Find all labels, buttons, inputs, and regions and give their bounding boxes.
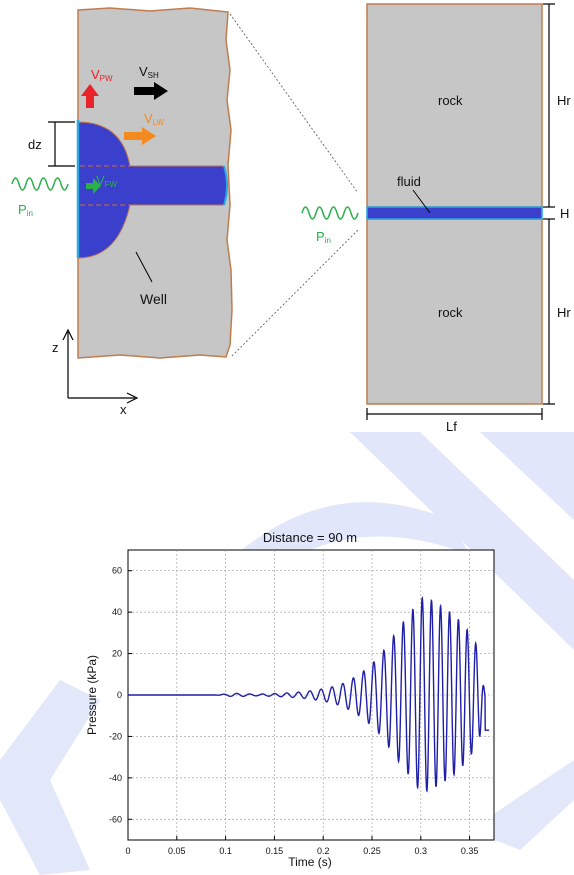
v-pw-sub: PW: [100, 74, 113, 83]
y-tick-label: 60: [112, 566, 122, 576]
y-tick-label: -20: [109, 731, 122, 741]
height-dimensions: Hr H Hr: [543, 3, 571, 405]
x-tick-label: 0.2: [317, 846, 330, 856]
pressure-series-line: [128, 596, 490, 793]
rock-bottom-block: [366, 218, 543, 405]
y-tick-layer: 60 40 20 0 -20 -40 -60: [109, 566, 132, 824]
rock-bottom-label: rock: [438, 305, 463, 320]
axis-x-label: x: [120, 402, 127, 417]
y-tick-label: 0: [117, 690, 122, 700]
y-tick-label: 20: [112, 649, 122, 659]
v-lw-arrow: VLW: [124, 111, 165, 145]
rock-top-label: rock: [438, 93, 463, 108]
zoom-line-top: [229, 13, 359, 194]
chart-title: Distance = 90 m: [263, 530, 357, 545]
rock-top-block: [366, 3, 543, 208]
v-lw-sub: LW: [153, 118, 165, 127]
x-tick-label: 0.25: [363, 846, 381, 856]
pressure-chart: Distance = 90 m 0 0.05 0.1 0.15 0.2 0.25 0.3 0.…: [85, 530, 495, 869]
watermark-chevron: [0, 680, 100, 875]
dz-bracket: dz: [28, 121, 75, 167]
dz-label: dz: [28, 137, 42, 152]
svg-text:VPW: VPW: [91, 67, 113, 83]
fluid-label: fluid: [397, 174, 421, 189]
well-pointer-line: [135, 251, 153, 283]
fluid-layer: [366, 206, 543, 220]
v-pw-label: V: [91, 67, 100, 82]
lf-label: Lf: [446, 419, 457, 434]
pin-right-label: P: [316, 229, 325, 244]
x-tick-label: 0.05: [168, 846, 186, 856]
y-tick-label: 40: [112, 607, 122, 617]
y-tick-label: -60: [109, 814, 122, 824]
pin-wave-right: Pin: [301, 206, 359, 245]
x-tick-label: 0.15: [266, 846, 284, 856]
v-fw-arrow: VFW: [86, 173, 118, 194]
svg-text:VSH: VSH: [139, 64, 159, 80]
axes-indicator: z x: [52, 328, 139, 417]
watermark-arc: [230, 502, 470, 590]
hr-bottom-label: Hr: [557, 305, 571, 320]
fracture-tip-line: [223, 165, 228, 206]
pin-wave-left: Pin: [11, 177, 69, 218]
x-tick-layer: 0 0.05 0.1 0.15 0.2 0.25 0.3 0.35: [125, 836, 478, 856]
x-tick-label: 0.3: [415, 846, 428, 856]
v-fw-sub: FW: [105, 180, 118, 189]
svg-text:Pin: Pin: [18, 202, 33, 218]
svg-text:VLW: VLW: [144, 111, 165, 127]
watermark-stripe-3: [470, 760, 574, 850]
right-panel: rock fluid rock Hr H Hr Lf Pin: [301, 3, 571, 434]
y-axis-title: Pressure (kPa): [85, 655, 99, 735]
svg-text:Pin: Pin: [316, 229, 331, 245]
v-lw-label: V: [144, 111, 153, 126]
watermark-stripe-2: [480, 432, 574, 520]
pin-left-sub: in: [27, 209, 33, 218]
watermark: [0, 432, 574, 875]
x-tick-label: 0.35: [461, 846, 479, 856]
zoom-line-bottom: [231, 229, 359, 357]
x-axis-title: Time (s): [288, 855, 332, 869]
svg-text:VFW: VFW: [96, 173, 118, 189]
hr-top-label: Hr: [557, 93, 571, 108]
y-tick-label: -40: [109, 773, 122, 783]
left-panel: dz VPW VSH VLW VFW Pin Well: [11, 7, 233, 417]
v-sh-sub: SH: [148, 71, 159, 80]
axis-z-label: z: [52, 340, 59, 355]
fluid-pointer-line: [412, 189, 431, 214]
v-fw-label: V: [96, 173, 105, 188]
pin-left-label: P: [18, 202, 27, 217]
length-dimension: Lf: [366, 408, 543, 434]
well-label: Well: [140, 291, 167, 307]
v-sh-label: V: [139, 64, 148, 79]
v-sh-arrow: VSH: [134, 64, 168, 100]
x-tick-label: 0.1: [219, 846, 232, 856]
v-pw-arrow: VPW: [81, 67, 113, 108]
pin-right-sub: in: [325, 236, 331, 245]
x-tick-label: 0: [125, 846, 130, 856]
hf-label: H: [560, 206, 569, 221]
